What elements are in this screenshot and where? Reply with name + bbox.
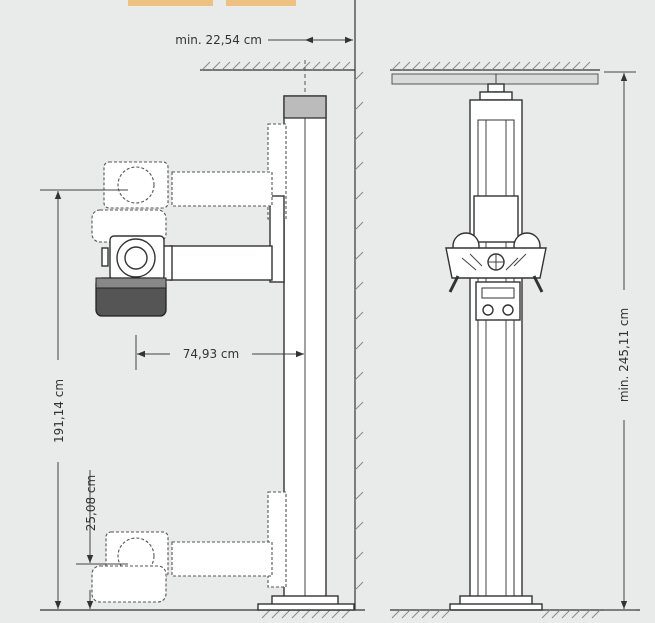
control-panel	[475, 281, 521, 321]
ceiling-height-label: min. 245,11 cm	[617, 308, 631, 402]
front-ceiling	[390, 61, 600, 85]
tube-head	[95, 235, 273, 317]
front-view: min. 245,11 cm	[390, 61, 640, 619]
front-floor	[390, 609, 640, 619]
side-floor	[40, 609, 365, 619]
front-tube-head	[445, 195, 547, 293]
wall-clearance-label: min. 22,54 cm	[175, 33, 262, 47]
max-height-label: 191,14 cm	[52, 379, 66, 443]
dimension-arm-reach: 74,93 cm	[135, 335, 306, 370]
side-ceiling	[200, 61, 355, 71]
carriage	[269, 195, 285, 283]
front-column	[449, 99, 543, 611]
arm-reach-label: 74,93 cm	[183, 347, 239, 361]
upper-tube-head-ghost	[91, 161, 273, 243]
dimension-max-height: 191,14 cm	[40, 189, 128, 609]
dimension-ceiling-height: min. 245,11 cm	[604, 71, 636, 611]
side-wall	[354, 0, 364, 610]
side-view: min. 22,54 cm 74,93 cm 191,14 cm 25,08 c…	[40, 0, 365, 619]
min-height-label: 25,08 cm	[84, 475, 98, 531]
dimension-min-height: 25,08 cm	[76, 470, 128, 609]
lower-tube-head-ghost	[91, 531, 273, 603]
cropped-title-decoration	[128, 0, 296, 6]
dimension-wall-clearance: min. 22,54 cm	[175, 33, 353, 47]
